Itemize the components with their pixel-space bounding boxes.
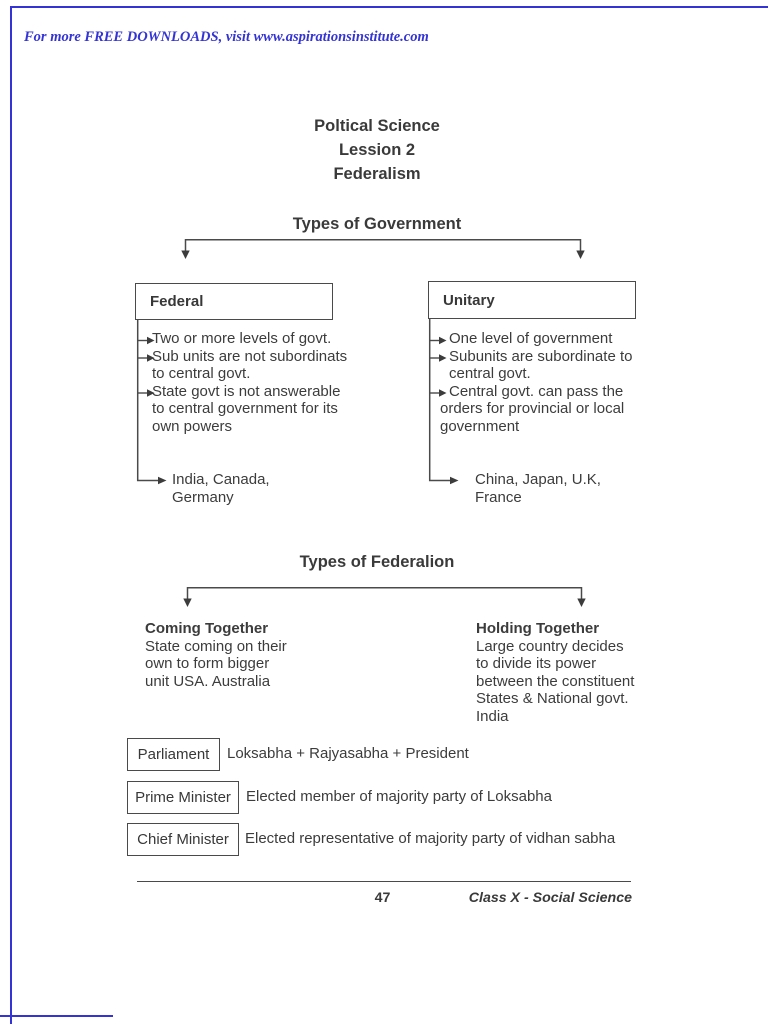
holding-together-title: Holding Together	[476, 620, 600, 637]
unitary-point: Subunits are subordinate to	[449, 347, 633, 365]
coming-together-line: own to form bigger	[145, 655, 270, 672]
chief-minister-term-box: Chief Minister	[127, 823, 239, 856]
footer-course-label: Class X - Social Science	[468, 890, 632, 906]
federal-point: State govt is not answerable	[152, 382, 341, 400]
prime-minister-term-label: Prime Minister	[135, 789, 231, 806]
parliament-definition: Loksabha + Rajyasabha + President	[227, 745, 469, 762]
right-arrow-icon	[439, 354, 447, 362]
chief-minister-term-label: Chief Minister	[137, 831, 229, 848]
federal-point-continuation: own powers	[152, 417, 233, 435]
right-arrow-icon	[439, 336, 447, 345]
title-subject: Poltical Science	[314, 117, 440, 135]
footer-divider	[137, 881, 631, 882]
coming-together-line: unit USA. Australia	[145, 672, 271, 690]
federal-example-line: Germany	[172, 488, 234, 506]
page-frame-left-line	[10, 6, 12, 1024]
heading-types-of-government: Types of Government	[292, 215, 462, 233]
federal-point: Two or more levels of govt.	[152, 330, 332, 347]
unitary-example-line: China, Japan, U.K,	[475, 471, 601, 488]
holding-together-line: to divide its power	[476, 655, 597, 672]
unitary-box-label: Unitary	[443, 291, 495, 309]
free-downloads-note: For more FREE DOWNLOADS, visit www.aspir…	[24, 29, 429, 45]
down-arrow-icon	[183, 598, 192, 607]
chief-minister-definition: Elected representative of majority party…	[245, 830, 616, 847]
federal-box: Federal	[135, 283, 333, 320]
right-arrow-icon	[450, 476, 459, 485]
unitary-example-line: France	[475, 488, 522, 506]
right-arrow-icon	[439, 389, 447, 397]
unitary-point-continuation: orders for provincial or local	[440, 400, 625, 417]
right-arrow-icon	[147, 336, 155, 345]
coming-together-title: Coming Together	[145, 620, 269, 637]
federal-spine-line	[136, 318, 159, 482]
holding-together-line: Large country decides	[476, 637, 624, 655]
federal-point-continuation: to central govt.	[152, 365, 251, 382]
federal-points-list: Two or more levels of govt. Sub units ar…	[152, 330, 347, 435]
holding-together-line: States & National govt.	[476, 690, 629, 707]
holding-together-block: Holding Together Large country decides t…	[476, 620, 634, 725]
unitary-point-continuation: government	[440, 417, 520, 435]
down-arrow-icon	[181, 250, 190, 259]
page-frame-top-line	[11, 6, 768, 8]
federal-example-line: India, Canada,	[172, 471, 270, 488]
federal-point: Sub units are not subordinats	[152, 347, 348, 365]
page-frame-bottom-line	[0, 1015, 113, 1017]
right-arrow-icon	[147, 354, 155, 362]
prime-minister-definition: Elected member of majority party of Loks…	[246, 788, 552, 805]
unitary-point-continuation: central govt.	[449, 365, 531, 382]
down-arrow-icon	[577, 598, 586, 607]
federal-examples: India, Canada, Germany	[172, 471, 270, 506]
unitary-point: One level of government	[449, 330, 613, 347]
government-bracket-line	[184, 238, 582, 252]
unitary-box: Unitary	[428, 281, 636, 319]
parliament-term-box: Parliament	[127, 738, 220, 771]
heading-types-of-federalion: Types of Federalion	[299, 553, 455, 571]
holding-together-line: India	[476, 707, 509, 725]
unitary-point: Central govt. can pass the	[449, 382, 624, 400]
title-block: Poltical Science Lession 2 Federalism	[0, 114, 754, 186]
parliament-term-label: Parliament	[137, 746, 210, 763]
coming-together-line: State coming on their	[145, 637, 287, 655]
coming-together-block: Coming Together State coming on their ow…	[145, 620, 287, 690]
prime-minister-term-box: Prime Minister	[127, 781, 239, 814]
unitary-points-list: One level of government Subunits are sub…	[440, 330, 633, 435]
footer-page-number: 47	[374, 890, 391, 906]
holding-together-line: between the constituent	[476, 672, 635, 690]
unitary-spine-line	[428, 317, 451, 482]
federation-bracket-line	[186, 586, 583, 600]
down-arrow-icon	[576, 250, 585, 259]
right-arrow-icon	[147, 389, 155, 397]
unitary-examples: China, Japan, U.K, France	[475, 471, 601, 506]
right-arrow-icon	[158, 476, 167, 485]
title-topic: Federalism	[333, 165, 421, 183]
federal-box-label: Federal	[150, 293, 204, 310]
federal-point-continuation: to central government for its	[152, 400, 338, 417]
title-lesson: Lession 2	[338, 141, 416, 159]
